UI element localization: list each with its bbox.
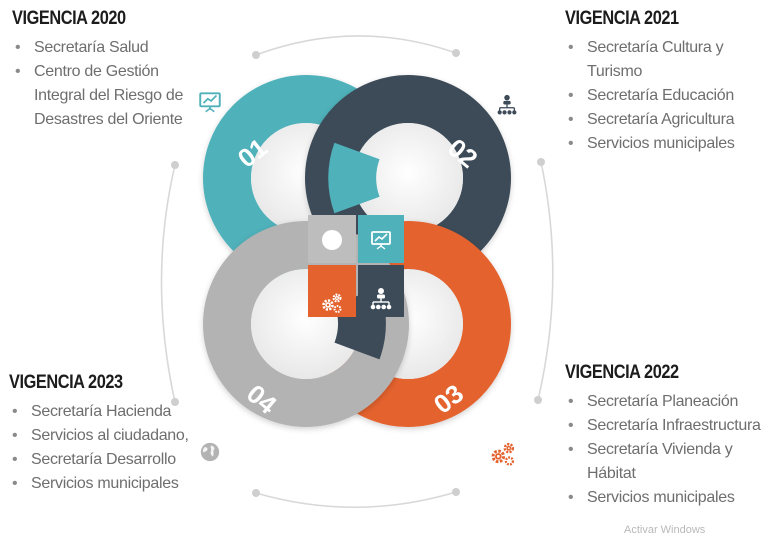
vigencia-2021-block: VIGENCIA 2021 Secretaría Cultura y Turis…: [565, 8, 770, 156]
vigencia-2020-block: VIGENCIA 2020 Secretaría Salud Centro de…: [12, 8, 202, 132]
list-item: Servicios municipales: [565, 132, 770, 156]
decorative-arcs: [160, 35, 554, 509]
vigencia-2023-title: VIGENCIA 2023: [9, 372, 123, 393]
vigencia-2022-block: VIGENCIA 2022 Secretaría Planeación Secr…: [565, 362, 770, 510]
list-item: Secretaría Salud: [12, 36, 202, 60]
list-item: Secretaría Hacienda: [9, 400, 204, 424]
vigencia-2020-list: Secretaría Salud Centro de Gestión Integ…: [12, 36, 202, 132]
list-item: Secretaría Agricultura: [565, 108, 770, 132]
windows-activation-watermark: Activar Windows: [624, 524, 706, 536]
list-item: Servicios al ciudadano,: [9, 424, 204, 448]
ring-02-hole: [353, 123, 463, 233]
presentation-icon: [199, 92, 221, 113]
vigencia-2023-block: VIGENCIA 2023 Secretaría Hacienda Servic…: [9, 372, 204, 496]
hierarchy-icon: [496, 94, 518, 116]
list-item: Secretaría Cultura y Turismo: [565, 36, 770, 84]
gears-icon: [491, 442, 515, 467]
list-item: Centro de Gestión Integral del Riesgo de…: [12, 60, 202, 132]
list-item: Secretaría Desarrollo: [9, 448, 204, 472]
vigencia-2020-title: VIGENCIA 2020: [12, 8, 126, 29]
vigencia-2022-title: VIGENCIA 2022: [565, 362, 679, 383]
list-item: Secretaría Planeación: [565, 390, 770, 414]
list-item: Secretaría Educación: [565, 84, 770, 108]
vigencia-2021-title: VIGENCIA 2021: [565, 8, 679, 29]
list-item: Servicios municipales: [9, 472, 204, 496]
list-item: Secretaría Infraestructura: [565, 414, 770, 438]
overlap-teal: [328, 142, 380, 214]
list-item: Secretaría Vivienda y Hábitat: [565, 438, 770, 486]
vigencia-2023-list: Secretaría Hacienda Servicios al ciudada…: [9, 400, 204, 496]
tile-gears: [308, 265, 356, 317]
center-tiles: [308, 215, 404, 317]
arc-dots: [171, 49, 545, 497]
vigencia-2021-list: Secretaría Cultura y Turismo Secretaría …: [565, 36, 770, 156]
list-item: Servicios municipales: [565, 486, 770, 510]
globe-icon: [322, 230, 342, 250]
vigencia-2022-list: Secretaría Planeación Secretaría Infraes…: [565, 390, 770, 510]
globe-icon: [200, 442, 220, 462]
